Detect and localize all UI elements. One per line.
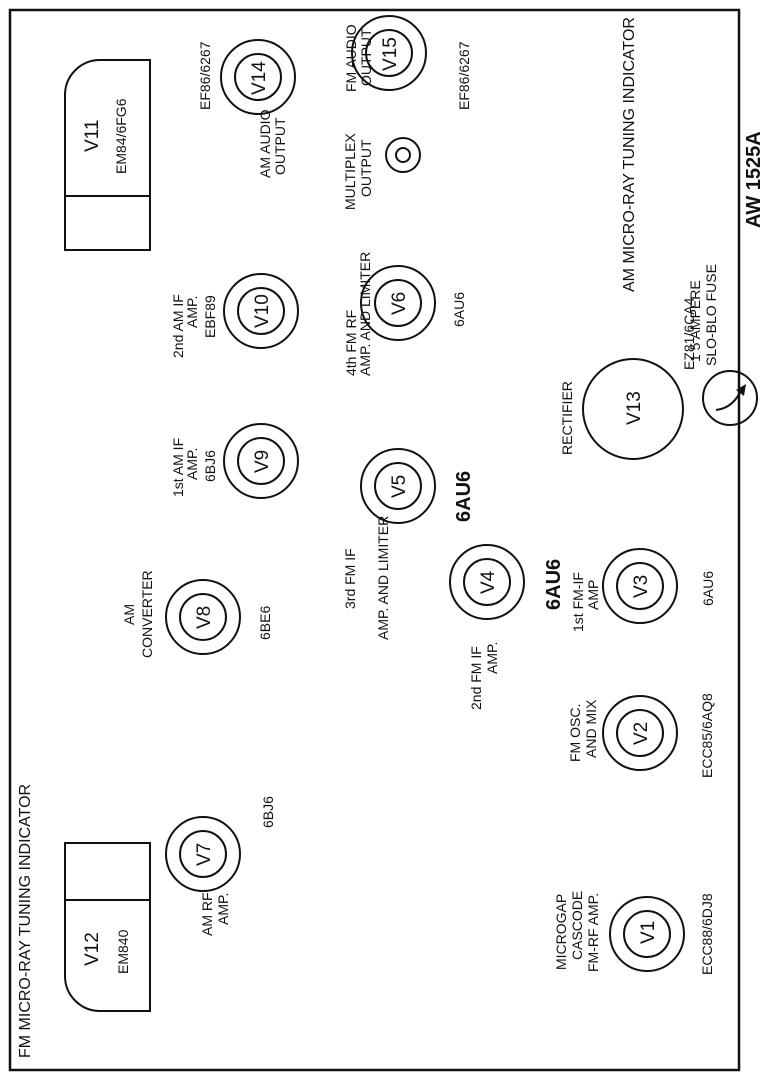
v1-function-line1: MICROGAP <box>553 894 569 970</box>
v6-socket: V6 <box>360 265 436 341</box>
v5-function-line1: 3rd FM IF <box>342 548 358 609</box>
v15-type: EF86/6267 <box>456 41 472 110</box>
v3-type: 6AU6 <box>700 571 716 606</box>
v4-function-line2: AMP. <box>484 642 500 674</box>
v1-function-line2: CASCODE <box>569 891 585 960</box>
v11-label: V11 <box>82 120 103 152</box>
v7-socket: V7 <box>165 816 241 892</box>
v10-socket: V10 <box>223 273 299 349</box>
v5-label: V5 <box>389 475 410 498</box>
multiplex-jack <box>385 137 421 173</box>
v2-function-line2: AND MIX <box>583 699 599 758</box>
v11-type: EM84/6FG6 <box>113 98 129 174</box>
v14-socket: V14 <box>220 39 296 115</box>
fuse-label-line1: 1 5 AMPERE <box>687 280 703 362</box>
v12-label: V12 <box>82 932 103 966</box>
v6-type: 6AU6 <box>451 292 467 327</box>
v14-function-line1: AM AUDIO <box>257 109 273 178</box>
multiplex-function-line2: OUTPUT <box>358 139 374 197</box>
v4-socket: V4 <box>449 544 525 620</box>
panel-border <box>8 8 741 1072</box>
v15-function-line1: FM AUDIO <box>343 24 359 92</box>
v5-socket: V5 <box>360 448 436 524</box>
v5-function-line2: AMP. AND LIMITER <box>375 516 391 640</box>
v10-function-line1: 2nd AM IF <box>170 294 186 358</box>
v9-function-line1: 1st AM IF <box>170 438 186 497</box>
v11-indicator: V11 EM84/6FG6 <box>64 59 151 251</box>
fuse-label-line2: SLO-BLO FUSE <box>703 264 719 366</box>
v2-type: ECC85/6AQ8 <box>699 693 715 778</box>
multiplex-function-line1: MULTIPLEX <box>342 133 358 210</box>
v3-function-line2: AMP <box>585 580 601 610</box>
v3-socket: V3 <box>602 548 678 624</box>
v8-label: V8 <box>194 606 215 629</box>
v4-function-line1: 2nd FM IF <box>468 646 484 710</box>
v13-socket: V13 <box>582 358 684 460</box>
v15-socket: V15 <box>351 15 427 91</box>
v4-label: V4 <box>478 570 499 594</box>
v9-socket: V9 <box>223 423 299 499</box>
v8-socket: V8 <box>165 579 241 655</box>
v14-function-line2: OUTPUT <box>272 117 288 175</box>
v12-type: EM840 <box>115 929 131 974</box>
v8-type: 6BE6 <box>257 606 273 640</box>
v12-indicator: V12 EM840 <box>64 842 151 1012</box>
diagram-id: AW 1525A <box>743 131 765 228</box>
v13-type: EZ81/6CA4 <box>681 297 697 370</box>
am-indicator-header: AM MICRO-RAY TUNING INDICATOR <box>621 17 638 292</box>
v13-function-line1: RECTIFIER <box>559 381 575 455</box>
fm-indicator-header: FM MICRO-RAY TUNING INDICATOR <box>17 784 34 1058</box>
v3-function-line1: 1st FM-IF <box>570 572 586 632</box>
v9-function-line2: AMP. <box>184 448 200 480</box>
fuse-arrow-icon <box>736 384 746 396</box>
v2-label: V2 <box>631 722 652 745</box>
fuse-holder <box>702 370 758 426</box>
v9-type: 6BJ6 <box>202 450 218 482</box>
v8-function-line2: CONVERTER <box>139 570 155 658</box>
v1-type: ECC88/6DJ8 <box>699 893 715 975</box>
v9-label: V9 <box>252 450 273 473</box>
v13-label: V13 <box>624 391 645 425</box>
v3-label: V3 <box>631 575 652 598</box>
v6-function-line1: 4th FM RF <box>343 310 359 376</box>
v1-label: V1 <box>638 921 659 944</box>
v7-label: V7 <box>194 843 215 866</box>
v1-socket: V1 <box>609 896 685 972</box>
v6-function-line2: AMP. AND LIMITER <box>357 252 373 376</box>
v7-function-line2: AMP. <box>215 893 231 925</box>
v10-function-line2: AMP. <box>184 296 200 328</box>
v14-label: V14 <box>249 61 270 95</box>
v14-type: EF86/6267 <box>197 41 213 110</box>
v10-type: EBF89 <box>202 295 218 338</box>
v1-function-line3: FM-RF AMP. <box>585 893 601 972</box>
v5-type: 6AU6 <box>453 471 475 522</box>
v6-label: V6 <box>389 292 410 315</box>
v2-socket: V2 <box>602 695 678 771</box>
v10-label: V10 <box>252 294 273 328</box>
v7-type: 6BJ6 <box>260 796 276 828</box>
v2-function-line1: FM OSC. <box>567 704 583 762</box>
v15-label: V15 <box>380 37 401 71</box>
v7-function-line1: AM RF <box>199 892 215 936</box>
v8-function-line1: AM <box>121 604 137 625</box>
v4-type: 6AU6 <box>543 559 565 610</box>
